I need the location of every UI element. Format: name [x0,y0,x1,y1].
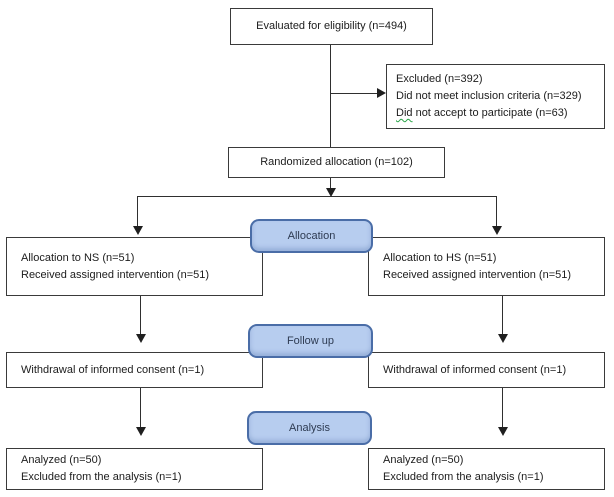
stage-label-followup-text: Follow up [286,335,335,347]
allocation-left-line-2: Received assigned intervention (n=51) [21,268,210,281]
analysis-left-line-2: Excluded from the analysis (n=1) [21,471,182,483]
eligibility-box: Evaluated for eligibility (n=494) [230,8,433,45]
connector-branch [137,196,497,197]
connector-followup-to-analysis-right [502,388,503,428]
excluded-line-3-rest: not accept to participate (n=63) [412,107,568,119]
arrow-down-icon [136,427,146,436]
stage-label-allocation: Allocation [250,219,373,253]
allocation-right-box: Allocation to HS (n=51) Received assigne… [368,237,605,296]
allocation-right-line-1: Allocation to HS (n=51) [383,251,497,264]
randomized-text: Randomized allocation (n=102) [260,156,413,168]
excluded-line-2: Did not meet inclusion criteria (n=329) [396,90,582,102]
stage-label-allocation-text: Allocation [287,230,336,242]
excluded-line-1: Excluded (n=392) [396,73,483,85]
arrow-down-icon [492,226,502,235]
arrow-down-icon [326,188,336,197]
allocation-left-box: Allocation to NS (n=51) Received assigne… [6,237,263,296]
arrow-right-icon [377,88,386,98]
connector-randomized-stub [330,178,331,189]
followup-left-text: Withdrawal of informed consent (n=1) [21,363,205,376]
connector-to-excluded [330,93,377,94]
grammar-flagged-word: Did [396,107,413,119]
arrow-down-icon [498,334,508,343]
stage-label-analysis: Analysis [247,411,372,445]
followup-right-box: Withdrawal of informed consent (n=1) [368,352,605,388]
followup-left-box: Withdrawal of informed consent (n=1) [6,352,263,388]
allocation-left-line-1: Allocation to NS (n=51) [21,251,135,264]
randomized-box: Randomized allocation (n=102) [228,147,445,178]
excluded-box: Excluded (n=392) Did not meet inclusion … [386,64,605,129]
allocation-right-line-2: Received assigned intervention (n=51) [383,268,572,281]
followup-right-text: Withdrawal of informed consent (n=1) [383,363,567,376]
analysis-left-box: Analyzed (n=50) Excluded from the analys… [6,448,263,490]
analysis-right-line-1: Analyzed (n=50) [383,454,464,466]
analysis-right-box: Analyzed (n=50) Excluded from the analys… [368,448,605,490]
eligibility-text: Evaluated for eligibility (n=494) [256,20,407,32]
stage-label-analysis-text: Analysis [289,422,330,434]
connector-branch-left [137,196,138,227]
connector-eligibility-to-randomized [330,45,331,147]
analysis-right-line-2: Excluded from the analysis (n=1) [383,471,544,483]
connector-alloc-to-followup-left [140,296,141,335]
stage-label-followup: Follow up [248,324,373,358]
connector-followup-to-analysis-left [140,388,141,428]
excluded-line-3: Did not accept to participate (n=63) [396,105,598,122]
analysis-left-line-1: Analyzed (n=50) [21,454,102,466]
connector-branch-right [496,196,497,227]
arrow-down-icon [136,334,146,343]
arrow-down-icon [498,427,508,436]
arrow-down-icon [133,226,143,235]
connector-alloc-to-followup-right [502,296,503,335]
